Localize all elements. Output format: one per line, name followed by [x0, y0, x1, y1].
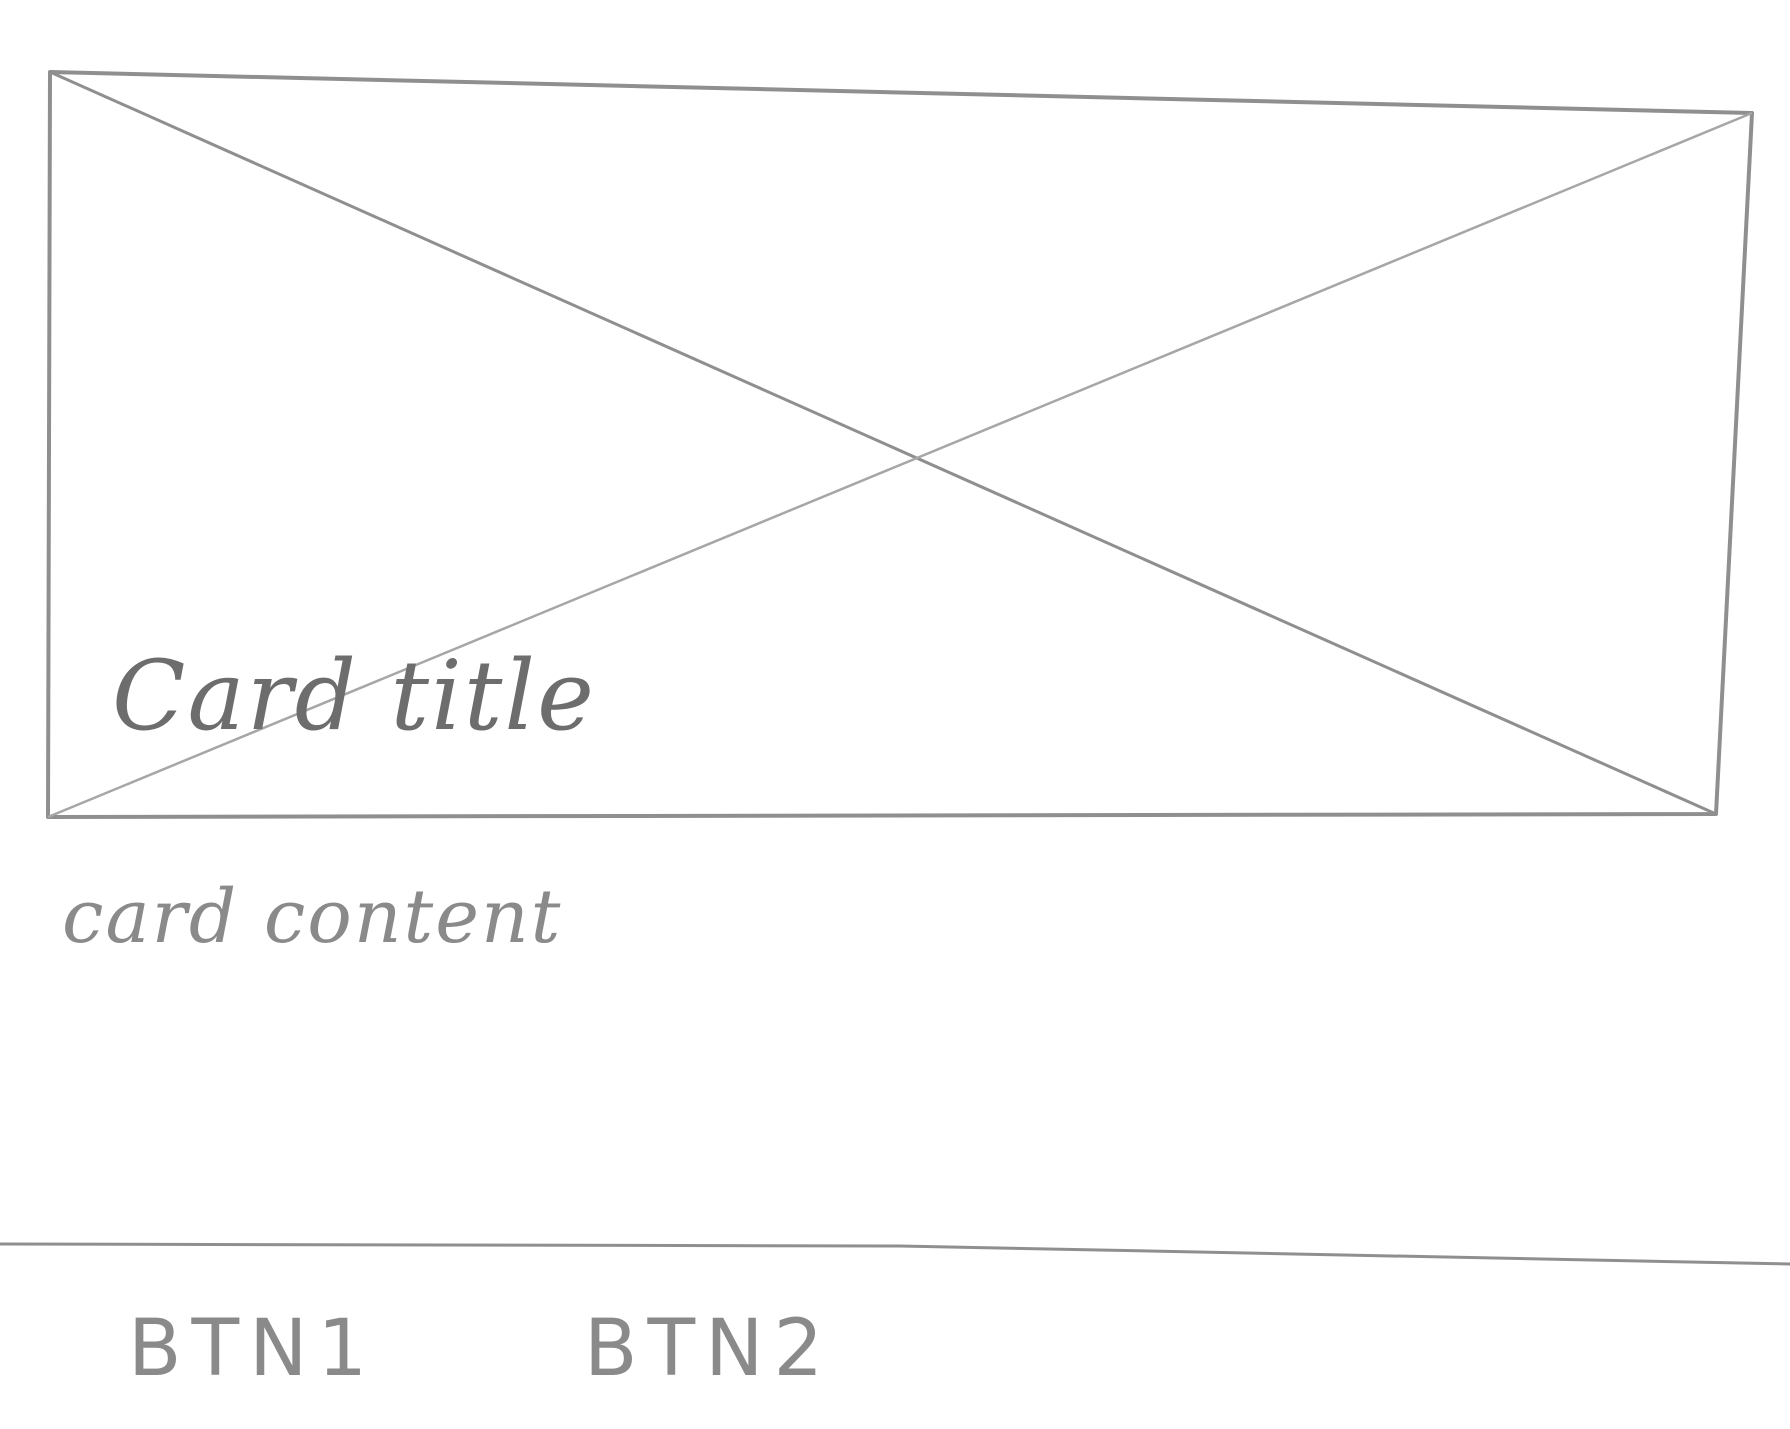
image-placeholder-diagonal-2 — [47, 111, 1753, 819]
card-title: Card title — [112, 640, 596, 752]
btn-1-button[interactable]: BTN1 — [128, 1304, 378, 1394]
btn-2-button[interactable]: BTN2 — [584, 1304, 834, 1394]
card-content: card content — [62, 874, 563, 960]
image-placeholder-diagonal-1 — [49, 70, 1717, 816]
actions-divider — [0, 1242, 1790, 1266]
